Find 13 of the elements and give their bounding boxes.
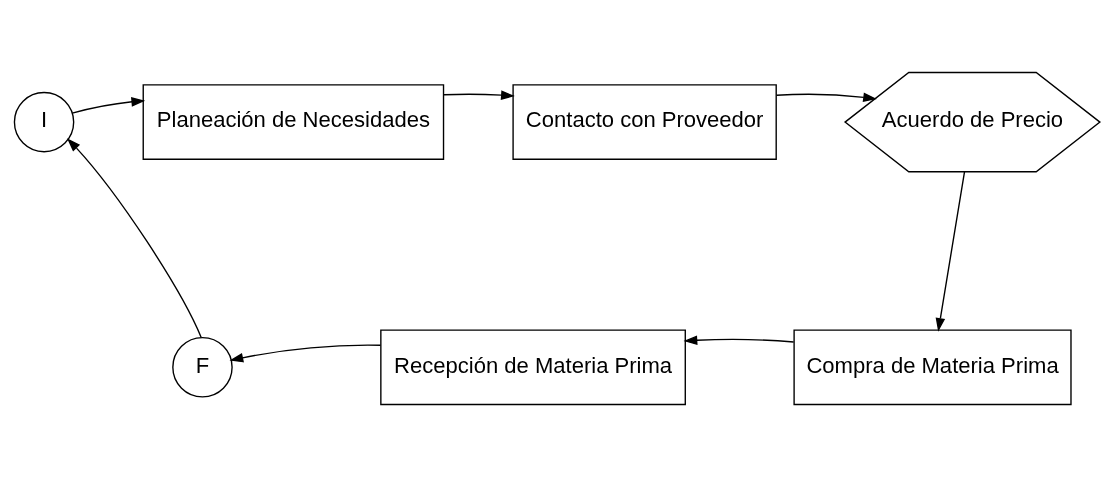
arrow: [71, 97, 146, 114]
arrow: [935, 171, 966, 332]
arrow: [683, 335, 795, 346]
arrow: [775, 92, 877, 103]
arrow: [67, 138, 202, 339]
node-box: Contacto con Proveedor: [512, 84, 777, 160]
node-box: Recepción de Materia Prima: [380, 329, 686, 406]
node-circle: F: [172, 337, 233, 398]
arrow: [229, 344, 382, 363]
arrow: [442, 90, 515, 100]
node-circle: I: [13, 91, 75, 153]
node-box: Planeación de Necesidades: [142, 84, 445, 160]
node-box: Compra de Materia Prima: [793, 329, 1072, 406]
